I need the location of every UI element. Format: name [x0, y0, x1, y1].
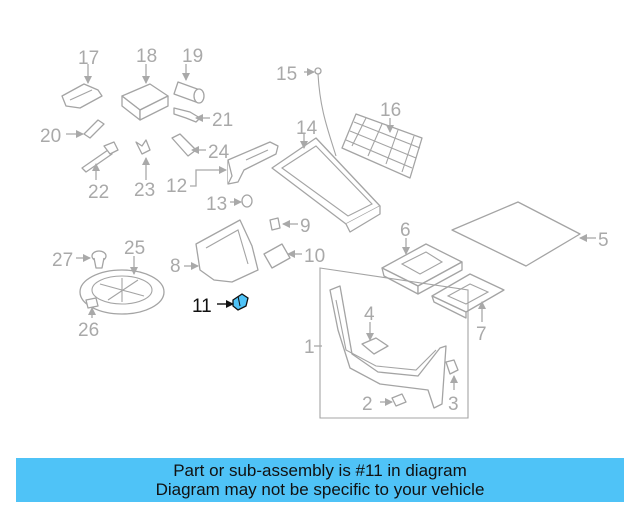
part-20-clip [83, 119, 105, 139]
leader-lines [66, 64, 596, 406]
banner-line-2: Diagram may not be specific to your vehi… [155, 480, 485, 499]
part-6-tray [381, 243, 463, 295]
parts-diagram: 17 18 19 15 16 20 21 14 24 22 23 12 13 9… [40, 46, 609, 419]
callout-9: 9 [300, 216, 311, 237]
part-17-bracket [61, 83, 103, 109]
callout-17: 17 [78, 48, 99, 69]
callout-19: 19 [182, 46, 203, 67]
callout-labels: 17 18 19 15 16 20 21 14 24 22 23 12 13 9… [40, 46, 609, 415]
part-22-rod [81, 141, 119, 173]
callout-12: 12 [166, 176, 187, 197]
callout-3: 3 [448, 394, 459, 415]
part-4-bracket [361, 337, 389, 355]
callout-16: 16 [380, 100, 401, 121]
part-2-clip [391, 393, 407, 407]
callout-2: 2 [362, 394, 373, 415]
part-15-cable [314, 67, 337, 157]
part-5-floor-mat [451, 201, 581, 267]
callout-25: 25 [124, 238, 145, 259]
callout-14: 14 [296, 118, 318, 139]
callout-11: 11 [192, 296, 212, 317]
callout-7: 7 [476, 324, 487, 345]
banner-line-1: Part or sub-assembly is #11 in diagram [173, 461, 467, 480]
callout-22: 22 [88, 182, 109, 203]
callout-4: 4 [364, 304, 375, 325]
part-1-trim-panel [319, 267, 469, 419]
part-26-fastener [85, 297, 99, 309]
part-10-cover [263, 243, 291, 269]
part-3-latch [445, 359, 459, 375]
part-21-hook [173, 107, 201, 123]
callout-13: 13 [206, 194, 227, 215]
part-24-bracket [171, 133, 197, 157]
part-27-plug [91, 250, 107, 269]
part-11-fastener [232, 293, 249, 311]
callout-21: 21 [212, 110, 233, 131]
part-13-clip [241, 194, 253, 208]
part-8-side-trim [195, 219, 259, 283]
callout-10: 10 [304, 246, 325, 267]
callout-1: 1 [304, 337, 315, 358]
part-16-net [341, 113, 423, 179]
callout-20: 20 [40, 126, 61, 147]
part-23-clip [135, 139, 151, 155]
part-19-canister [173, 81, 205, 104]
callout-6: 6 [400, 220, 411, 241]
callout-8: 8 [170, 256, 181, 277]
callout-23: 23 [134, 180, 155, 201]
part-18-module [121, 83, 169, 121]
callout-5: 5 [598, 230, 609, 251]
callout-26: 26 [78, 320, 99, 341]
part-9-clip [269, 217, 281, 231]
part-12-bracket [227, 141, 279, 185]
callout-27: 27 [52, 250, 73, 271]
callout-24: 24 [208, 142, 230, 163]
info-banner: Part or sub-assembly is #11 in diagram D… [16, 458, 624, 502]
callout-18: 18 [136, 46, 157, 67]
part-25-spare-tray [79, 269, 165, 315]
callout-15: 15 [276, 64, 297, 85]
